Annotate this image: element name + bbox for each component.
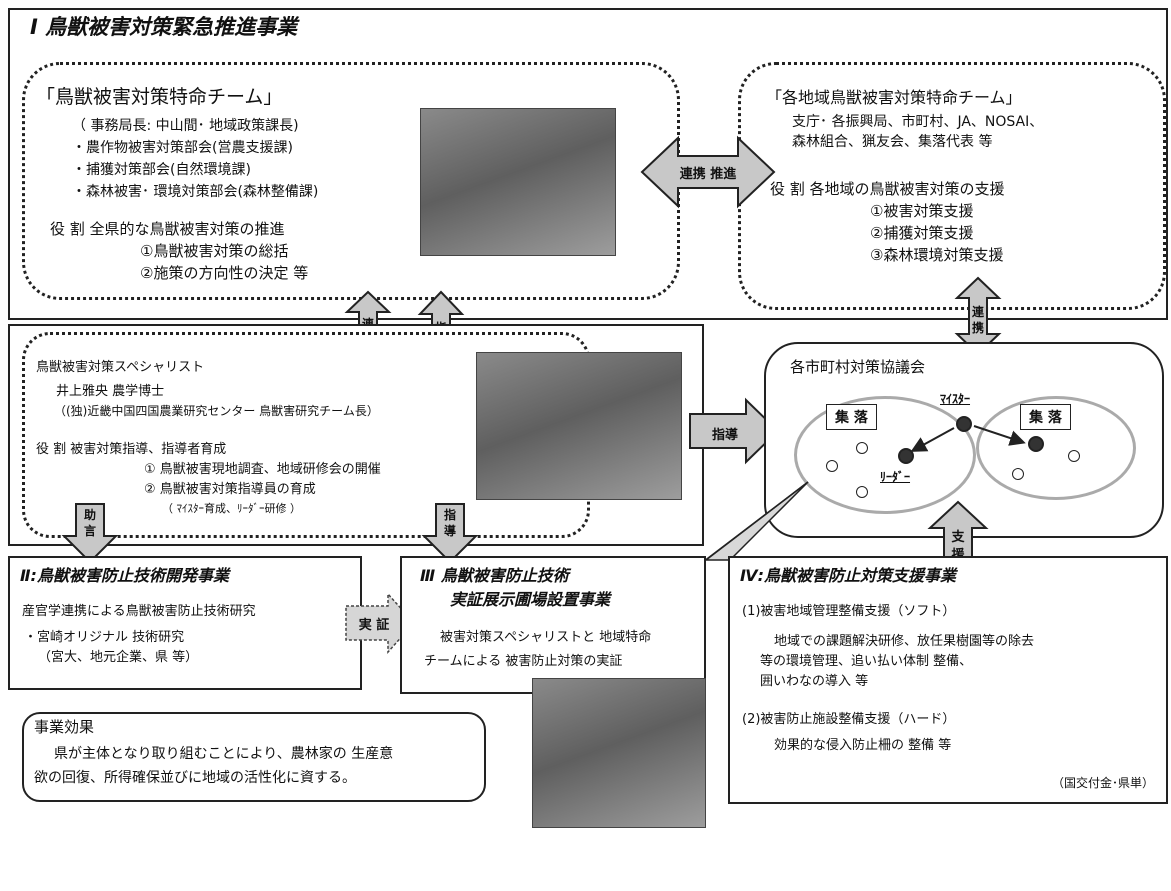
section2-line-3: （宮大、地元企業、県 等）	[38, 650, 199, 665]
specialist-name: 井上雅央 農学博士	[56, 384, 165, 399]
team-line-1: （ 事務局長: 中山間･ 地域政策課長)	[72, 118, 299, 134]
jissho-label: 実 証	[358, 618, 390, 633]
village-label-left: 集 落	[826, 404, 877, 430]
leader-label: ﾘｰﾀﾞｰ	[880, 470, 911, 484]
specialist-title: 鳥獣被害対策スペシャリスト	[36, 360, 205, 375]
team-line-4: ・森林被害･ 環境対策部会(森林整備課)	[72, 184, 319, 200]
member-circle-3	[856, 486, 868, 498]
section2-line-2: ・宮崎オリジナル 技術研究	[24, 630, 185, 645]
specialist-role-3: （ ﾏｲｽﾀｰ育成、ﾘｰﾀﾞｰ研修 ）	[162, 502, 301, 515]
section4-funding: （国交付金･県単）	[1052, 776, 1155, 790]
section4-line-3: 等の環境管理、追い払い体制 整備、	[760, 654, 973, 669]
section1-title: Ⅰ 鳥獣被害対策緊急推進事業	[30, 15, 298, 39]
specialist-role-1: ① 鳥獣被害現地調査、地域研修会の開催	[144, 462, 381, 477]
meister-dot	[956, 416, 972, 432]
section3-title-1: Ⅲ 鳥獣被害防止技術	[420, 566, 569, 585]
team-role-1: ①鳥獣被害対策の総括	[140, 242, 289, 260]
renkei-right-2: 携	[971, 321, 984, 335]
village-ellipse-left	[794, 396, 976, 514]
shido-down-2: 導	[443, 524, 456, 538]
team-role-2: ②施策の方向性の決定 等	[140, 264, 309, 282]
regional-role-2: ②捕獲対策支援	[870, 224, 974, 242]
section4-line-6: 効果的な侵入防止柵の 整備 等	[774, 738, 952, 753]
section2-box	[8, 556, 362, 690]
jogen-down-arrow	[61, 503, 119, 564]
member-circle-1	[826, 460, 838, 472]
section2-title: Ⅱ:鳥獣被害防止技術開発事業	[20, 566, 229, 585]
member-circle-4	[1012, 468, 1024, 480]
shido-right-arrow	[689, 397, 780, 465]
member-circle-5	[1068, 450, 1080, 462]
regional-line-1: 支庁･ 各振興局、市町村、JA、NOSAI、	[792, 114, 1044, 130]
renkei-suishin-arrow	[640, 135, 776, 209]
council-title: 各市町村対策協議会	[790, 358, 926, 376]
fence-photo	[532, 678, 706, 828]
specialist-role-2: ② 鳥獣被害対策指導員の育成	[144, 482, 316, 497]
regional-team-title: 「各地域鳥獣被害対策特命チーム」	[766, 88, 1022, 107]
section4-line-2: 地域での課題解決研修、放任果樹園等の除去	[774, 634, 1035, 649]
section4-line-5: (2)被害防止施設整備支援（ハード）	[742, 712, 956, 727]
jogen-2: 言	[83, 524, 96, 538]
section4-box	[728, 556, 1168, 804]
section3-line-1: 被害対策スペシャリストと 地域特命	[440, 630, 652, 645]
regional-role-1: ①被害対策支援	[870, 202, 974, 220]
village-label-right: 集 落	[1020, 404, 1071, 430]
section3-line-2: チームによる 被害防止対策の実証	[424, 654, 623, 669]
regional-line-2: 森林組合、猟友会、集落代表 等	[792, 134, 993, 150]
shien-1: 支	[951, 530, 965, 545]
renkei-right-1: 連	[971, 305, 984, 319]
leader-dot-left	[898, 448, 914, 464]
regional-role: 役 割 各地域の鳥獣被害対策の支援	[770, 180, 1005, 198]
shido-down-1: 指	[443, 508, 456, 522]
field-photo	[476, 352, 682, 500]
regional-team-box	[738, 62, 1166, 310]
renkei-suishin-label: 連携 推進	[679, 167, 737, 182]
shido-right-label: 指導	[711, 428, 738, 443]
team-line-2: ・農作物被害対策部会(営農支援課)	[72, 140, 293, 156]
meister-label: ﾏｲｽﾀｰ	[940, 392, 971, 406]
team-line-3: ・捕獲対策部会(自然環境課)	[72, 162, 251, 178]
section2-line-1: 産官学連携による鳥獣被害防止技術研究	[22, 604, 256, 619]
meister-arrows	[910, 425, 1026, 452]
effect-line-2: 欲の回復、所得確保並びに地域の活性化に資する。	[34, 770, 356, 786]
section4-line-1: (1)被害地域管理整備支援（ソフト）	[742, 604, 956, 619]
meeting-photo	[420, 108, 616, 256]
section3-title-2: 実証展示圃場設置事業	[450, 590, 611, 609]
specialist-role: 役 割 被害対策指導、指導者育成	[36, 442, 227, 457]
section4-line-4: 囲いわなの導入 等	[760, 674, 869, 689]
effect-title: 事業効果	[34, 718, 95, 736]
member-circle-2	[856, 442, 868, 454]
shido-down-arrow	[421, 503, 479, 564]
regional-role-3: ③森林環境対策支援	[870, 246, 1004, 264]
team-role: 役 割 全県的な鳥獣被害対策の推進	[50, 220, 285, 238]
section4-title: Ⅳ:鳥獣被害防止対策支援事業	[740, 566, 956, 585]
team-title: 「鳥獣被害対策特命チーム」	[36, 86, 283, 108]
jogen-1: 助	[83, 508, 96, 522]
effect-line-1: 県が主体となり取り組むことにより、農林家の 生産意	[54, 746, 394, 762]
specialist-org: （(独)近畿中国四国農業研究センター 鳥獣害研究チーム長）	[54, 404, 379, 418]
leader-dot-right	[1028, 436, 1044, 452]
effect-box	[22, 712, 486, 802]
